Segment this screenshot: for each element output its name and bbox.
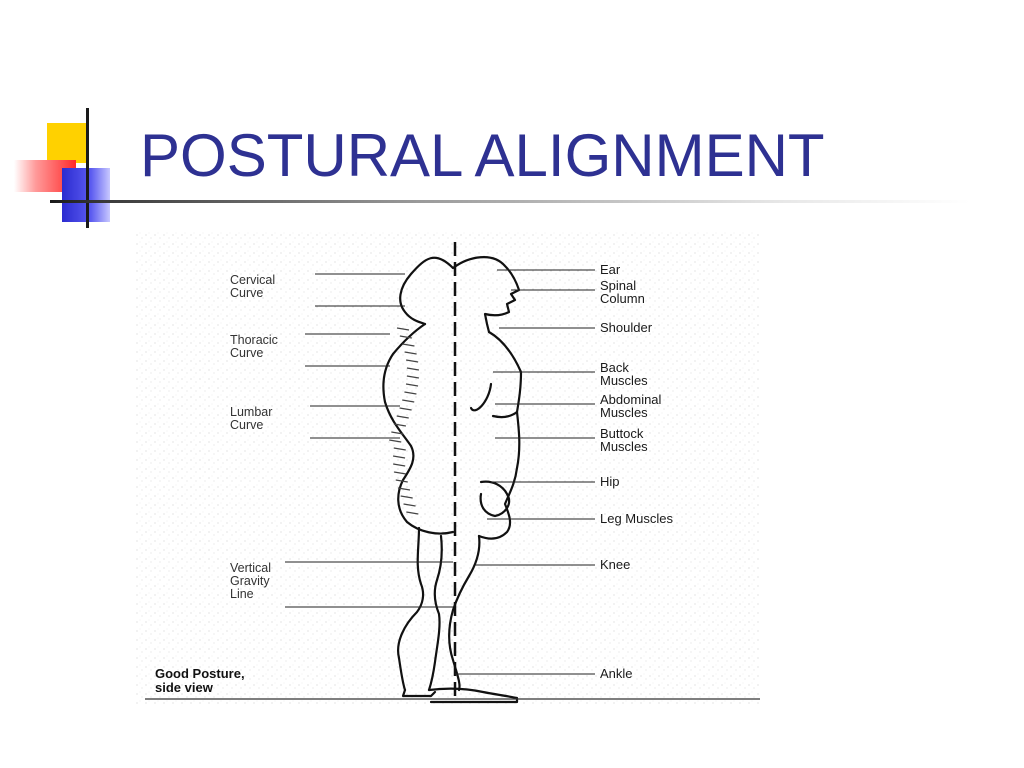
- label-ear: Ear: [600, 262, 621, 277]
- vertebra: [405, 383, 419, 387]
- vertebra: [406, 359, 419, 363]
- vertebra: [402, 343, 415, 347]
- diagram-caption-line-1: Good Posture,: [155, 666, 245, 681]
- label-knee: Knee: [600, 557, 630, 572]
- label-spinal-column-line-2: Column: [600, 291, 645, 306]
- label-buttock-muscles-line-1: Buttock: [600, 426, 644, 441]
- vertebra: [403, 503, 416, 507]
- right-labels: EarSpinalColumnShoulderBackMusclesAbdomi…: [600, 262, 673, 681]
- vertebra: [396, 415, 409, 419]
- label-vertical-gravity-line-line-3: Line: [230, 587, 254, 601]
- label-thoracic-curve-line-2: Curve: [230, 346, 263, 360]
- vertebra: [406, 375, 419, 379]
- vertebra: [406, 511, 419, 515]
- label-cervical-curve-line-1: Cervical: [230, 273, 275, 287]
- diagram-background: [135, 232, 760, 704]
- vertebra: [395, 479, 408, 483]
- vertebra: [399, 335, 412, 339]
- right-leader-lines: [455, 269, 595, 675]
- label-lumbar-curve-line-1: Lumbar: [230, 405, 272, 419]
- human-silhouette: [382, 256, 523, 704]
- title-underline: [50, 200, 970, 203]
- vertebra: [406, 367, 420, 371]
- vertebra: [393, 463, 406, 467]
- vertebra: [399, 407, 412, 411]
- vertebra: [392, 455, 406, 459]
- vertebra: [396, 327, 410, 331]
- label-spinal-column-line-1: Spinal: [600, 278, 636, 293]
- vertebra: [404, 351, 417, 355]
- slide-title: POSTURAL ALIGNMENT: [140, 122, 825, 189]
- label-ankle: Ankle: [600, 666, 633, 681]
- vertebra: [404, 391, 417, 395]
- label-leg-muscles: Leg Muscles: [600, 511, 673, 526]
- vertebra: [393, 471, 407, 475]
- vertebra: [389, 439, 402, 443]
- label-abdominal-muscles-line-1: Abdominal: [600, 392, 662, 407]
- vertebra: [400, 495, 413, 499]
- label-back-muscles-line-2: Muscles: [600, 373, 648, 388]
- diagram-caption-line-2: side view: [155, 680, 214, 695]
- spine-vertebrae: [389, 327, 420, 515]
- label-vertical-gravity-line-line-2: Gravity: [230, 574, 270, 588]
- vertebra: [402, 399, 415, 403]
- left-leader-lines: [285, 273, 453, 608]
- label-thoracic-curve-line-1: Thoracic: [230, 333, 278, 347]
- label-vertical-gravity-line-line-1: Vertical: [230, 561, 271, 575]
- vertebra: [397, 487, 411, 491]
- decor-vertical-rule: [86, 108, 89, 228]
- label-abdominal-muscles-line-2: Muscles: [600, 405, 648, 420]
- label-cervical-curve-line-2: Curve: [230, 286, 263, 300]
- label-hip: Hip: [600, 474, 620, 489]
- vertebra: [391, 431, 404, 435]
- decor-yellow-square: [47, 123, 89, 163]
- vertebra: [393, 447, 406, 451]
- label-lumbar-curve-line-2: Curve: [230, 418, 263, 432]
- left-labels: CervicalCurveThoracicCurveLumbarCurveVer…: [230, 273, 278, 601]
- label-shoulder: Shoulder: [600, 320, 653, 335]
- label-buttock-muscles-line-2: Muscles: [600, 439, 648, 454]
- label-back-muscles-line-1: Back: [600, 360, 629, 375]
- vertebra: [393, 423, 407, 427]
- posture-diagram-svg: EarSpinalColumnShoulderBackMusclesAbdomi…: [135, 232, 760, 704]
